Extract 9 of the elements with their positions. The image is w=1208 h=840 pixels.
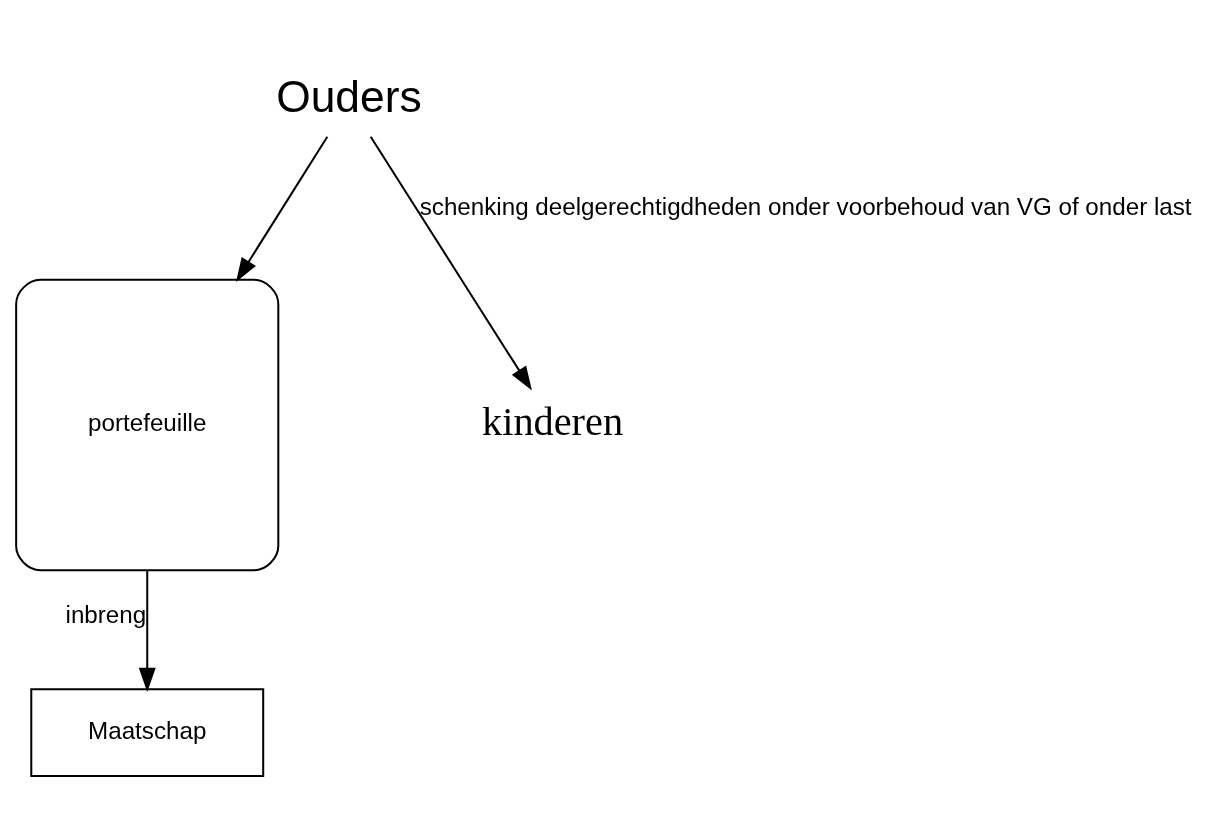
arrow xyxy=(235,136,329,282)
node-box: Maatschap xyxy=(30,688,265,777)
arrow xyxy=(138,570,156,693)
node-text: kinderen xyxy=(482,399,624,445)
edge-label: inbreng xyxy=(65,600,147,628)
node-box: portefeuille xyxy=(15,278,280,572)
edge-label: schenking deelgerechtigdheden onder voorbehoud van VG of onder last xyxy=(419,192,1192,220)
node-text: Ouders xyxy=(276,71,422,121)
arrow xyxy=(369,136,532,391)
